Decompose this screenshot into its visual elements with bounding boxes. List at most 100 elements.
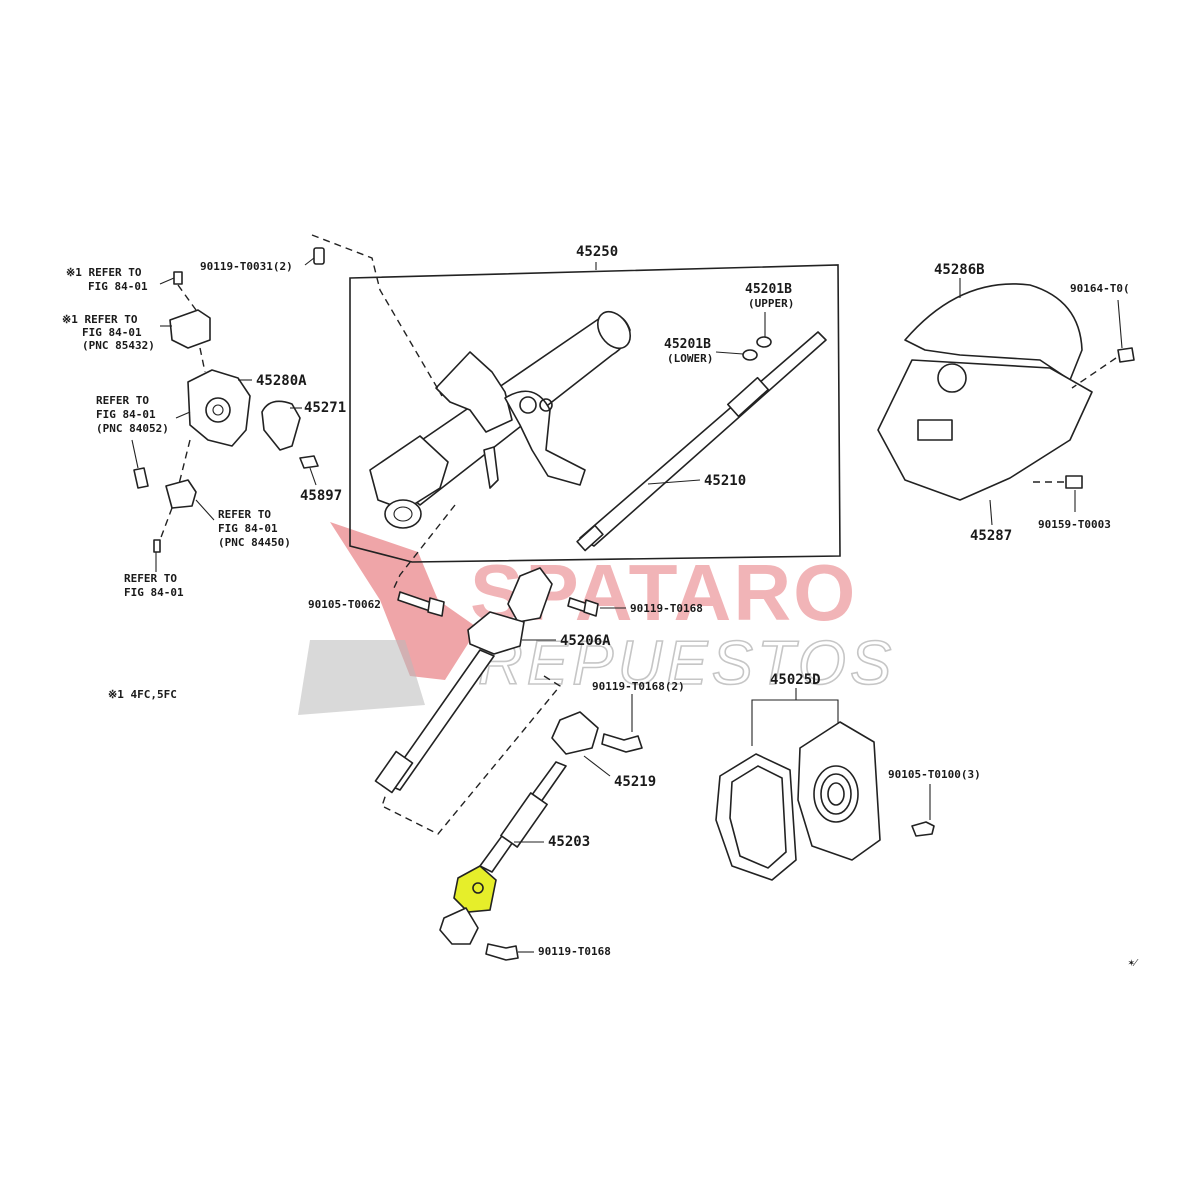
label-note-4fc: ※1 4FC,5FC bbox=[108, 688, 177, 701]
leader-90119-t0031 bbox=[304, 257, 315, 266]
yoke-upper bbox=[507, 567, 553, 623]
dash-90164 bbox=[1071, 357, 1117, 389]
bolt-head bbox=[583, 599, 599, 617]
column-tilt-lever bbox=[504, 390, 586, 486]
leader-90164 bbox=[1117, 299, 1123, 349]
column-bolt-hole bbox=[519, 396, 537, 414]
screw-left bbox=[133, 467, 149, 489]
bolt-90105-t0062: 90105-T0062 bbox=[308, 591, 445, 617]
label-45206a: 45206A bbox=[560, 633, 611, 649]
label-45210: 45210 bbox=[704, 473, 746, 489]
label-45280a: 45280A bbox=[256, 373, 307, 389]
small-screw-top bbox=[173, 271, 183, 285]
leader-45897 bbox=[309, 467, 317, 486]
label-ref3-b: FIG 84-01 bbox=[96, 408, 156, 421]
label-90164: 90164-T0( bbox=[1070, 282, 1130, 295]
boot-gasket-inner bbox=[729, 765, 787, 869]
column-lower-bore-inner bbox=[393, 506, 413, 522]
label-ref2-b: FIG 84-01 bbox=[82, 326, 142, 339]
label-90119-t0168-a: 90119-T0168 bbox=[630, 602, 703, 615]
boot-bellows-inner bbox=[827, 782, 845, 806]
upper-cover-45286b bbox=[904, 283, 1083, 381]
column-lower-bore bbox=[384, 499, 422, 529]
label-90119-t0168-2: 90119-T0168(2) bbox=[592, 680, 685, 693]
small-screw-bottom bbox=[153, 539, 161, 553]
column-cover-assembly: 45286B 90164-T0( 90159-T0003 45287 bbox=[877, 262, 1135, 544]
boot-bellows-mid bbox=[820, 773, 852, 815]
snap-ring-lower bbox=[742, 349, 758, 361]
leader-45287 bbox=[989, 499, 993, 526]
label-45250: 45250 bbox=[576, 244, 618, 260]
label-90159: 90159-T0003 bbox=[1038, 518, 1111, 531]
label-ref1-b: FIG 84-01 bbox=[88, 280, 148, 293]
label-ref5-b: FIG 84-01 bbox=[124, 586, 184, 599]
intermediate-shaft-45206a: 45206A bbox=[374, 567, 611, 835]
lower-cover-45287 bbox=[877, 359, 1093, 501]
assembly-frame bbox=[349, 264, 841, 563]
boot-gasket bbox=[715, 753, 797, 881]
label-45203: 45203 bbox=[548, 834, 590, 850]
shaft-45206a-spline bbox=[374, 750, 414, 794]
steering-column-assembly: 45250 45210 45201B (UPPER) 45201B (LOWER… bbox=[311, 234, 841, 591]
label-ref4-c: (PNC 84450) bbox=[218, 536, 291, 549]
leader-45210 bbox=[647, 479, 701, 485]
bracket-45271 bbox=[261, 400, 301, 451]
lock-cylinder bbox=[205, 397, 231, 423]
shaft-sleeve bbox=[726, 376, 770, 418]
watermark-sub: REPUESTOS bbox=[478, 629, 895, 698]
label-90105-t0100: 90105-T0100(3) bbox=[888, 768, 981, 781]
screw-90164 bbox=[1117, 347, 1135, 363]
flange-45206a bbox=[467, 611, 525, 655]
joint-pin bbox=[472, 882, 484, 894]
label-45897: 45897 bbox=[300, 488, 342, 504]
boot-45025d: 45025D 90105-T0100(3) bbox=[715, 672, 981, 881]
label-ref4-b: FIG 84-01 bbox=[218, 522, 278, 535]
leader-ref4 bbox=[195, 499, 215, 521]
cover-switch-slot bbox=[917, 419, 953, 441]
bracket-45025d bbox=[751, 688, 839, 746]
screw-45897 bbox=[299, 455, 319, 469]
column-tube-end bbox=[596, 310, 632, 350]
dash-to-bolt bbox=[392, 504, 456, 591]
bolt-90119-t0168-lower bbox=[485, 943, 519, 961]
shaft-spline bbox=[576, 524, 604, 552]
shaft-45203-sleeve bbox=[500, 792, 548, 848]
label-45219: 45219 bbox=[614, 774, 656, 790]
highlighted-universal-joint bbox=[453, 865, 497, 913]
bolt-body bbox=[313, 247, 325, 265]
column-bolt-hole-2 bbox=[539, 398, 553, 412]
watermark-logo-gray bbox=[298, 640, 425, 715]
label-ref5-a: REFER TO bbox=[124, 572, 177, 585]
lock-switch bbox=[169, 309, 211, 349]
label-45201b-upper-note: (UPPER) bbox=[748, 297, 794, 310]
dash-top-link bbox=[311, 234, 443, 397]
shaft-45206a bbox=[385, 649, 495, 791]
bolt-90105-t0100 bbox=[911, 821, 935, 837]
dash-45206a-box bbox=[381, 675, 562, 835]
leader-ref1 bbox=[159, 277, 175, 285]
joint-45219: 90119-T0168(2) 45219 bbox=[551, 680, 685, 790]
bolt-90119-t0031: 90119-T0031(2) bbox=[200, 247, 325, 273]
label-45287: 45287 bbox=[970, 528, 1012, 544]
lock-cylinder-core bbox=[212, 404, 224, 416]
bolt-head bbox=[427, 597, 445, 617]
switch-84450 bbox=[165, 479, 197, 509]
leader-45201b-lower bbox=[715, 351, 744, 355]
lower-yoke bbox=[439, 907, 479, 945]
label-45201b-lower-note: (LOWER) bbox=[667, 352, 713, 365]
label-ref2-a: ※1 REFER TO bbox=[62, 313, 138, 326]
label-ref1-a: ※1 REFER TO bbox=[66, 266, 142, 279]
label-45201b-lower: 45201B bbox=[664, 337, 711, 352]
label-90119-t0168-b: 90119-T0168 bbox=[538, 945, 611, 958]
bolt-90119-t0168-upper: 90119-T0168 bbox=[567, 597, 703, 617]
label-45271: 45271 bbox=[304, 400, 346, 416]
column-clip bbox=[483, 446, 499, 489]
label-ref2-c: (PNC 85432) bbox=[82, 339, 155, 352]
dash-lock-chain bbox=[159, 284, 206, 541]
label-ref3-c: (PNC 84052) bbox=[96, 422, 169, 435]
label-45286b: 45286B bbox=[934, 262, 985, 278]
shaft-45203: 45203 90119-T0168 bbox=[439, 761, 611, 961]
label-ref3-a: REFER TO bbox=[96, 394, 149, 407]
leader-45219 bbox=[583, 755, 611, 777]
